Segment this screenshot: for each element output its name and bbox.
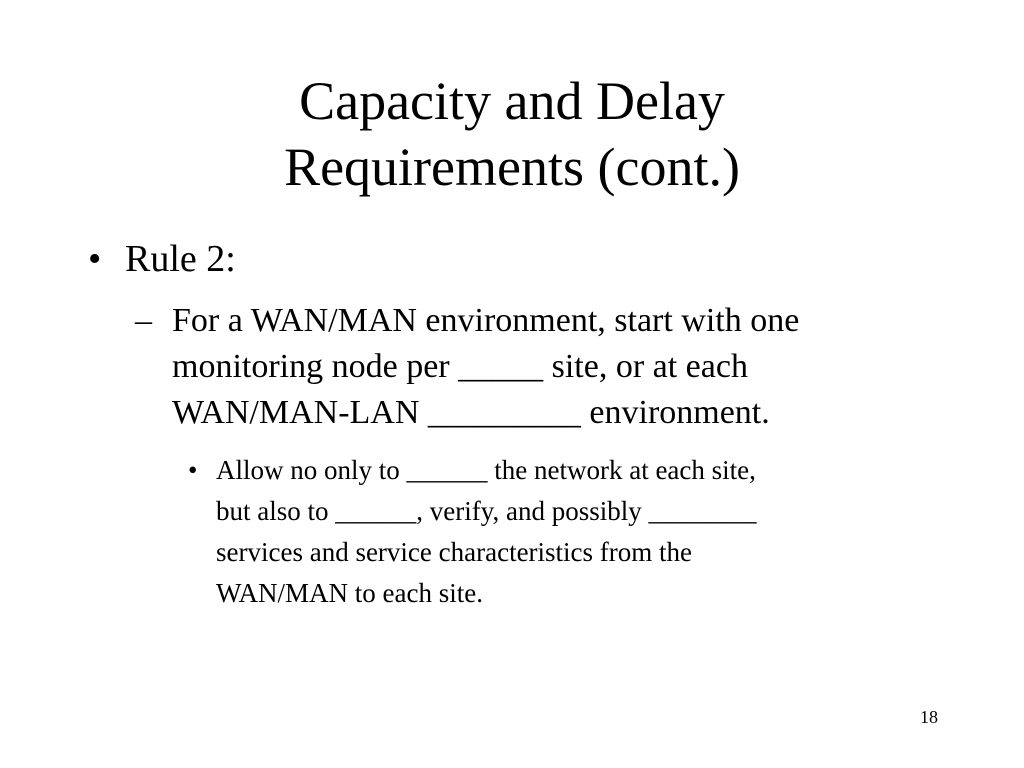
slide-title-line-1: Capacity and Delay (299, 71, 725, 131)
sub-bullet-line-3: WAN/MAN-LAN _________ environment. (172, 394, 770, 431)
sub-sub-bullet-line-2: but also to ______, verify, and possibly… (216, 496, 757, 526)
bullet-rule-text: Rule 2: (125, 238, 236, 280)
sub-sub-bullet-line-4: WAN/MAN to each site. (216, 578, 483, 608)
sub-bullet-line-2: monitoring node per _____ site, or at ea… (172, 348, 748, 385)
sub-sub-bullet-line-3: services and service characteristics fro… (216, 537, 693, 567)
sub-bullet-line-1: For a WAN/MAN environment, start with on… (172, 302, 800, 339)
bullet-symbol: • (88, 238, 102, 280)
sub-sub-bullet-line-1: Allow no only to ______ the network at e… (216, 455, 756, 485)
bullet-symbol-small: • (188, 455, 198, 485)
dash-symbol: – (135, 302, 152, 339)
page-number: 18 (920, 707, 938, 727)
slide-title: Capacity and Delay Requirements (cont.) (0, 68, 1024, 200)
slide-title-line-2: Requirements (cont.) (284, 137, 740, 197)
